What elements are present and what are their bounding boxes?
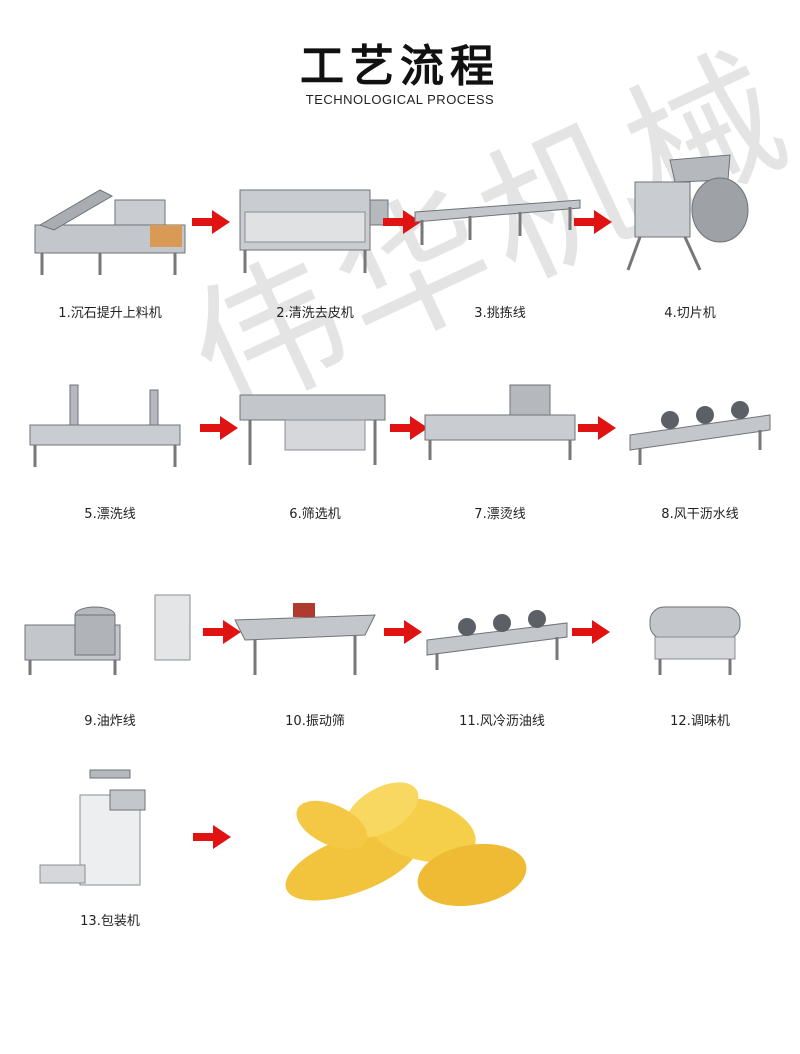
arrow-right-icon	[203, 620, 241, 644]
picking-conveyor-icon	[410, 170, 590, 295]
page-subtitle: TECHNOLOGICAL PROCESS	[305, 92, 495, 107]
arrow-right-icon	[192, 210, 230, 234]
step-label: 8.风干沥水线	[661, 507, 739, 522]
step-label: 11.风冷沥油线	[459, 714, 545, 729]
slicer-machine-icon	[600, 150, 780, 290]
step-label: 12.调味机	[670, 714, 730, 729]
step-label: 2.清洗去皮机	[276, 306, 354, 321]
screening-machine-icon	[225, 375, 405, 500]
arrow-right-icon	[390, 416, 428, 440]
step-label: 4.切片机	[664, 306, 716, 321]
arrow-right-icon	[384, 620, 422, 644]
rinsing-line-icon	[20, 375, 200, 500]
blanching-line-icon	[410, 375, 590, 500]
arrow-right-icon	[578, 416, 616, 440]
step-label: 13.包装机	[80, 914, 140, 929]
arrow-right-icon	[200, 416, 238, 440]
frying-line-icon	[20, 585, 200, 710]
air-cooling-line-icon	[412, 585, 592, 710]
washing-peeling-machine-icon	[225, 170, 405, 295]
step-label: 9.油炸线	[84, 714, 136, 729]
page-title: 工艺流程	[300, 41, 500, 92]
step-label: 10.振动筛	[285, 714, 345, 729]
potato-chips-icon	[272, 770, 532, 920]
seasoning-drum-icon	[610, 585, 790, 710]
packaging-machine-icon	[20, 765, 200, 900]
arrow-right-icon	[383, 210, 421, 234]
step-label: 1.沉石提升上料机	[58, 306, 162, 321]
arrow-right-icon	[193, 825, 231, 849]
elevator-washer-machine-icon	[20, 170, 200, 295]
arrow-right-icon	[572, 620, 610, 644]
vibrating-screen-icon	[225, 585, 405, 710]
step-label: 3.挑拣线	[474, 306, 526, 321]
air-dry-line-icon	[610, 375, 790, 500]
step-label: 7.漂烫线	[474, 507, 526, 522]
step-label: 6.筛选机	[289, 507, 341, 522]
step-label: 5.漂洗线	[84, 507, 136, 522]
arrow-right-icon	[574, 210, 612, 234]
